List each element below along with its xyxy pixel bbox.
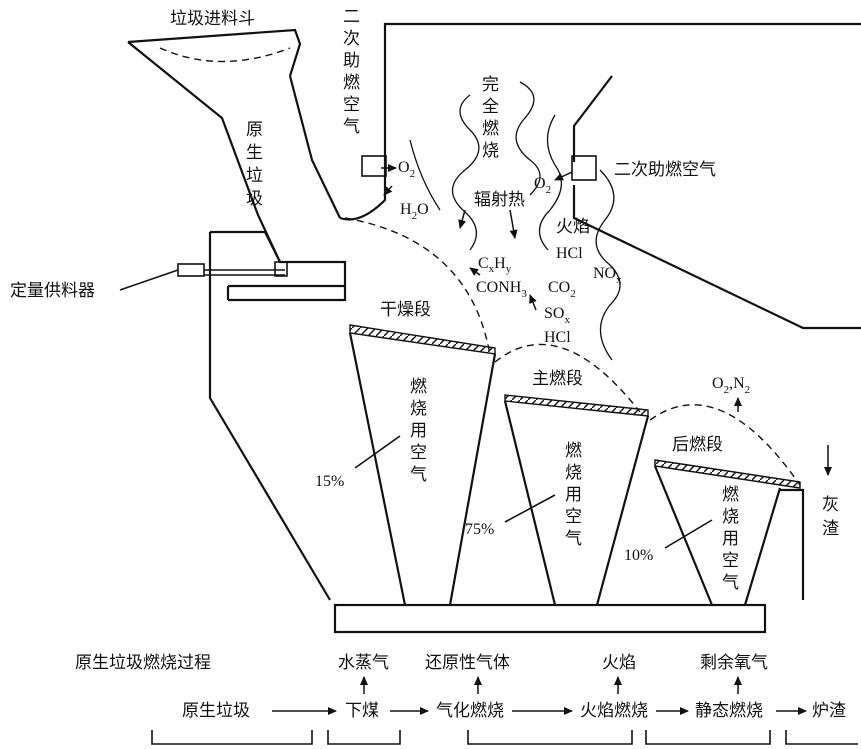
secondary-air-nozzles	[361, 155, 597, 181]
process-up-arrows	[360, 676, 742, 694]
svg-text:空: 空	[565, 507, 582, 527]
combustion-air-label-1: 燃 烧 用 空 气	[410, 377, 427, 485]
o2-left: O2	[398, 159, 415, 180]
svg-text:圾: 圾	[246, 189, 263, 209]
svg-text:原: 原	[246, 120, 263, 140]
h2o: H2O	[400, 201, 429, 222]
svg-text:燃: 燃	[482, 119, 499, 139]
hopper-label: 垃圾进料斗	[170, 9, 255, 29]
secondary-air-right-label: 二次助燃空气	[614, 160, 716, 180]
base-plate	[333, 603, 767, 634]
svg-text:火焰: 火焰	[602, 653, 636, 673]
drying-zone-label: 干燥段	[380, 300, 431, 320]
ash-label: 灰 渣	[822, 495, 839, 539]
process-brackets	[151, 730, 858, 745]
svg-text:原生垃圾: 原生垃圾	[182, 701, 250, 721]
svg-text:烧: 烧	[722, 507, 739, 527]
furnace-walls	[208, 22, 861, 601]
svg-text:燃: 燃	[410, 377, 427, 397]
percent-pointers	[119, 269, 713, 549]
svg-text:气: 气	[722, 573, 739, 593]
svg-text:空: 空	[343, 95, 360, 115]
process-top-row: 水蒸气 还原性气体 火焰 剩余氧气	[338, 653, 768, 673]
svg-text:渣: 渣	[822, 519, 839, 539]
complete-combustion-label: 完 全 燃 烧	[482, 75, 499, 161]
feeder-label: 定量供料器	[10, 281, 95, 301]
grates	[349, 324, 801, 489]
post-zone-label: 后燃段	[672, 435, 723, 455]
percent-10: 10%	[624, 547, 653, 564]
percent-75: 75%	[465, 521, 494, 538]
flame-label: 火焰	[556, 217, 590, 237]
percent-15: 15%	[315, 473, 344, 490]
svg-text:气: 气	[410, 465, 427, 485]
main-zone-label: 主燃段	[532, 369, 583, 389]
o2-n2: O2,N2	[712, 375, 750, 396]
radiant-heat-label: 辐射热	[474, 190, 525, 210]
air-hoppers	[348, 332, 782, 606]
hcl-lower: HCl	[544, 329, 571, 346]
svg-text:生: 生	[246, 143, 263, 163]
svg-text:气: 气	[343, 117, 360, 137]
svg-text:烧: 烧	[565, 463, 582, 483]
svg-text:燃: 燃	[565, 441, 582, 461]
combustion-air-label-2: 燃 烧 用 空 气	[565, 441, 582, 549]
hcl-upper: HCl	[556, 245, 583, 262]
svg-text:气化燃烧: 气化燃烧	[436, 701, 504, 721]
svg-text:燃: 燃	[722, 485, 739, 505]
svg-text:用: 用	[565, 485, 582, 505]
quantitative-feeder	[177, 261, 288, 277]
co2: CO2	[548, 279, 576, 300]
svg-text:静态燃烧: 静态燃烧	[695, 701, 763, 721]
process-bottom-row: 原生垃圾 下煤 气化燃烧 火焰燃烧 静态燃烧 炉渣	[182, 701, 846, 721]
svg-text:二: 二	[343, 7, 360, 27]
svg-text:剩余氧气: 剩余氧气	[700, 653, 768, 673]
svg-text:气: 气	[565, 529, 582, 549]
svg-text:水蒸气: 水蒸气	[338, 653, 389, 673]
raw-waste-vertical-label: 原 生 垃 圾	[246, 120, 263, 209]
secondary-air-left-label: 二 次 助 燃 空 气	[343, 7, 360, 137]
svg-text:用: 用	[410, 421, 427, 441]
svg-text:用: 用	[722, 529, 739, 549]
co-nh3: CONH3	[476, 279, 527, 300]
svg-text:还原性气体: 还原性气体	[425, 653, 510, 673]
cxhy: CxHy	[478, 255, 512, 275]
svg-text:空: 空	[722, 551, 739, 571]
svg-text:燃: 燃	[343, 73, 360, 93]
svg-text:完: 完	[482, 75, 499, 95]
svg-text:灰: 灰	[822, 495, 839, 515]
svg-text:垃: 垃	[246, 166, 263, 186]
process-title: 原生垃圾燃烧过程	[75, 653, 211, 673]
furnace-arrows	[381, 164, 832, 476]
svg-text:次: 次	[343, 29, 360, 49]
combustion-air-label-3: 燃 烧 用 空 气	[722, 485, 739, 593]
feed-hopper	[127, 28, 341, 263]
svg-text:火焰燃烧: 火焰燃烧	[580, 701, 648, 721]
sox: SOx	[544, 305, 570, 326]
o2-right: O2	[534, 175, 551, 196]
nox: NOx	[593, 265, 622, 286]
svg-text:助: 助	[343, 51, 360, 71]
svg-text:下煤: 下煤	[345, 701, 379, 721]
svg-text:烧: 烧	[482, 141, 499, 161]
svg-text:空: 空	[410, 443, 427, 463]
svg-text:全: 全	[482, 97, 499, 117]
combustion-gas-lines	[409, 81, 621, 361]
flame-envelopes	[344, 217, 801, 486]
svg-text:炉渣: 炉渣	[812, 701, 846, 721]
svg-text:烧: 烧	[410, 399, 427, 419]
